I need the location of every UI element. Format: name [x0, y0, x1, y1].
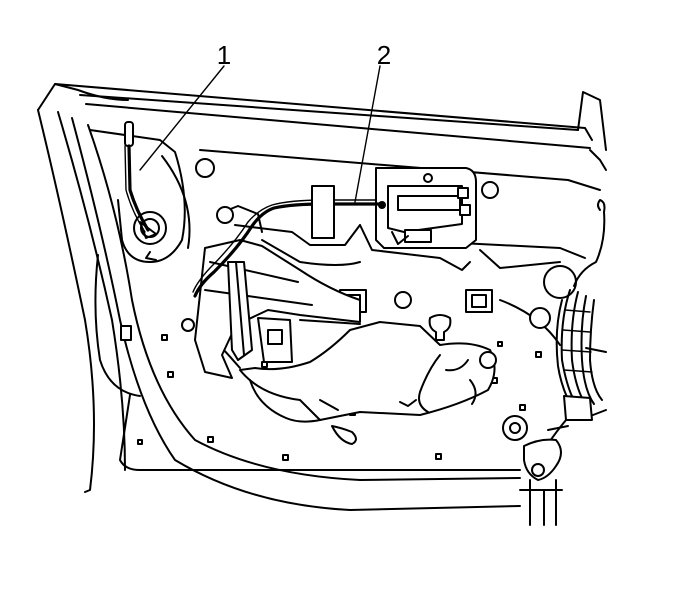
- inner-panel: [89, 129, 601, 369]
- lock-rod: [192, 185, 380, 298]
- lock-knob-rod: [124, 121, 157, 261]
- panel-holes: [133, 158, 577, 441]
- door-lock-module: [375, 167, 477, 249]
- motor-housing: [239, 314, 497, 445]
- callout-2: 2: [377, 40, 391, 70]
- door-frame: [37, 83, 607, 511]
- callout-1: 1: [217, 40, 231, 70]
- window-regulator: [194, 239, 361, 379]
- leader-lines: [139, 65, 381, 203]
- leader-line-2: [354, 65, 381, 203]
- leader-line-1: [139, 65, 225, 171]
- wiring-harness: [519, 199, 606, 526]
